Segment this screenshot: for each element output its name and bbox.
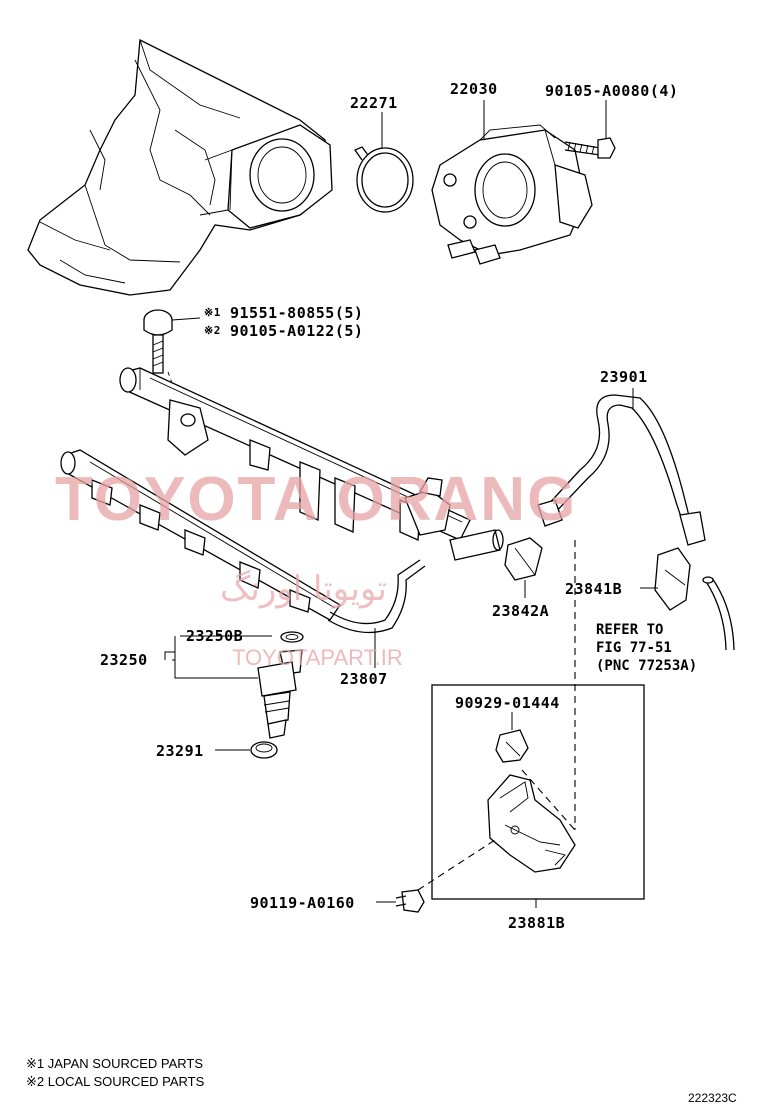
- label-23842a: 23842A: [492, 602, 549, 620]
- vapor-hose-drawing: [702, 576, 735, 651]
- bracket-assembly-box: [431, 684, 645, 908]
- label-23901: 23901: [600, 368, 648, 386]
- mark-1: ※1: [204, 306, 221, 319]
- label-90929-01444: 90929-01444: [455, 694, 560, 712]
- label-23250b: 23250B: [186, 627, 243, 645]
- label-90105-a0122: 90105-A0122(5): [230, 322, 363, 340]
- injector-drawing: [164, 631, 304, 759]
- watermark-arabic: تویوتا اورنگ: [220, 569, 387, 609]
- refer-line-3: (PNC 77253A): [596, 658, 697, 674]
- clip-23841b-drawing: [640, 547, 691, 611]
- watermark-brand: TOYOTA ORANG: [55, 465, 577, 534]
- label-91551-80855: 91551-80855(5): [230, 304, 363, 322]
- label-23807: 23807: [340, 670, 388, 688]
- refer-line-2: FIG 77-51: [596, 640, 672, 656]
- label-22030: 22030: [450, 80, 498, 98]
- fuel-rail-upper-drawing: [119, 367, 504, 561]
- label-22271: 22271: [350, 94, 398, 112]
- label-23291: 23291: [156, 742, 204, 760]
- clip-23842a-drawing: [504, 537, 543, 598]
- bracket-bolt-drawing: [376, 839, 496, 913]
- gasket-ring-drawing: [354, 112, 414, 213]
- label-90119-a0160: 90119-A0160: [250, 894, 355, 912]
- rail-bolt-drawing: [143, 309, 201, 401]
- throttle-bolt-drawing: [564, 100, 616, 159]
- label-23881b: 23881B: [508, 914, 565, 932]
- mark-2: ※2: [204, 324, 221, 337]
- footnote-japan-sourced: ※1 JAPAN SOURCED PARTS: [26, 1056, 203, 1071]
- label-90105-a0080: 90105-A0080(4): [545, 82, 678, 100]
- throttle-body-drawing: [431, 100, 593, 265]
- refer-line-1: REFER TO: [596, 622, 663, 638]
- label-23841b: 23841B: [565, 580, 622, 598]
- footnote-local-sourced: ※2 LOCAL SOURCED PARTS: [26, 1074, 205, 1089]
- intake-manifold-drawing: [27, 38, 333, 296]
- watermark-site: TOYOTAPART.IR: [232, 645, 403, 670]
- fuel-hose-drawing: [537, 388, 706, 546]
- label-23250: 23250: [100, 651, 148, 669]
- fuel-rail-lower-drawing: [60, 449, 426, 668]
- figure-code: 222323C: [688, 1091, 737, 1105]
